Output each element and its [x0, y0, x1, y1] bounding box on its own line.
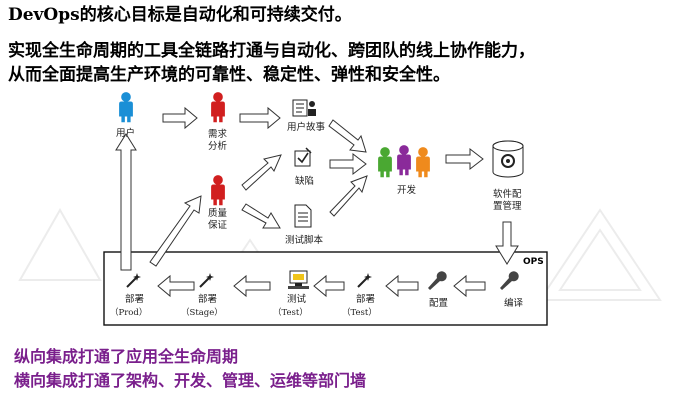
test-script-icon [294, 204, 312, 228]
pipeline-label-config: 配置 [429, 298, 448, 309]
arrow-script-dev [329, 175, 368, 217]
pipeline-sub-test: （Test） [273, 307, 308, 318]
arrow-deploy-qa [149, 195, 202, 267]
user-label: 用户 [116, 127, 135, 139]
flow-arrows [149, 106, 519, 298]
arrow-user-req [162, 106, 198, 130]
qa-icon [211, 175, 225, 206]
deploy-stage-icon [199, 273, 214, 288]
pipeline-label-test: 测试 [287, 293, 307, 305]
config-wrench-icon [428, 271, 447, 290]
req-label-2: 分析 [208, 140, 228, 152]
user-story-icon [292, 99, 316, 117]
database-gear-icon [492, 140, 524, 178]
arrow-qa-script [241, 203, 281, 229]
pipeline-sub-stage: （Stage） [181, 307, 223, 318]
req-label-1: 需求 [208, 128, 228, 140]
qa-label-1: 质量 [208, 207, 228, 219]
deploy-prod-icon [126, 273, 141, 288]
description-line-1: 实现全生命周期的工具全链路打通与自动化、跨团队的线上协作能力， [8, 41, 535, 61]
pipeline-sub-deploy-test: （Test） [342, 307, 377, 318]
description: 实现全生命周期的工具全链路打通与自动化、跨团队的线上协作能力， 从而全面提高生产… [8, 39, 684, 87]
qa-label-2: 保证 [208, 219, 228, 231]
arrow-defect-dev [329, 152, 367, 176]
page-title: DevOps的核心目标是自动化和可持续交付。 [8, 5, 352, 25]
arrow-req-story [239, 106, 281, 130]
dev-label: 开发 [397, 184, 417, 196]
arrow-compile-config [453, 274, 486, 298]
pipeline-label-deploy-test: 部署 [356, 293, 375, 305]
arrow-qa-defect [241, 154, 282, 191]
compile-wrench-icon [500, 271, 519, 290]
dev-team-icon [378, 145, 430, 178]
req-analysis-icon [211, 92, 225, 123]
pipeline-label-prod: 部署 [125, 293, 144, 305]
arrow-story-dev [328, 119, 367, 153]
scm-label-1: 软件配 [493, 188, 522, 200]
defect-icon [294, 147, 312, 167]
arrow-deploytest-test [313, 274, 345, 298]
pipeline-label-compile: 编译 [504, 297, 524, 309]
summary-line-1: 纵向集成打通了应用全生命周期 [14, 347, 239, 366]
summary-line-2: 横向集成打通了架构、开发、管理、运维等部门墙 [14, 371, 367, 390]
pipeline-sub-prod: （Prod） [110, 307, 147, 318]
ops-label: OPS [523, 257, 544, 267]
arrow-test-stage [233, 274, 271, 298]
defect-label: 缺陷 [295, 175, 314, 187]
summary: 纵向集成打通了应用全生命周期 横向集成打通了架构、开发、管理、运维等部门墙 [14, 345, 366, 393]
test-script-label: 测试脚本 [285, 234, 324, 246]
scm-label-2: 置管理 [493, 200, 522, 212]
pipeline-label-stage: 部署 [198, 293, 217, 305]
user-story-label: 用户故事 [287, 121, 326, 133]
arrow-up-to-user [115, 133, 137, 271]
description-line-2: 从而全面提高生产环境的可靠性、稳定性、弹性和安全性。 [8, 65, 450, 85]
arrow-scm-compile [495, 221, 519, 265]
deploy-test-icon [357, 273, 372, 288]
arrow-stage-prod [157, 274, 195, 298]
user-icon [119, 92, 133, 123]
arrow-config-deploytest [385, 274, 419, 298]
test-computer-icon [288, 270, 309, 289]
arrow-dev-scm [445, 147, 484, 171]
